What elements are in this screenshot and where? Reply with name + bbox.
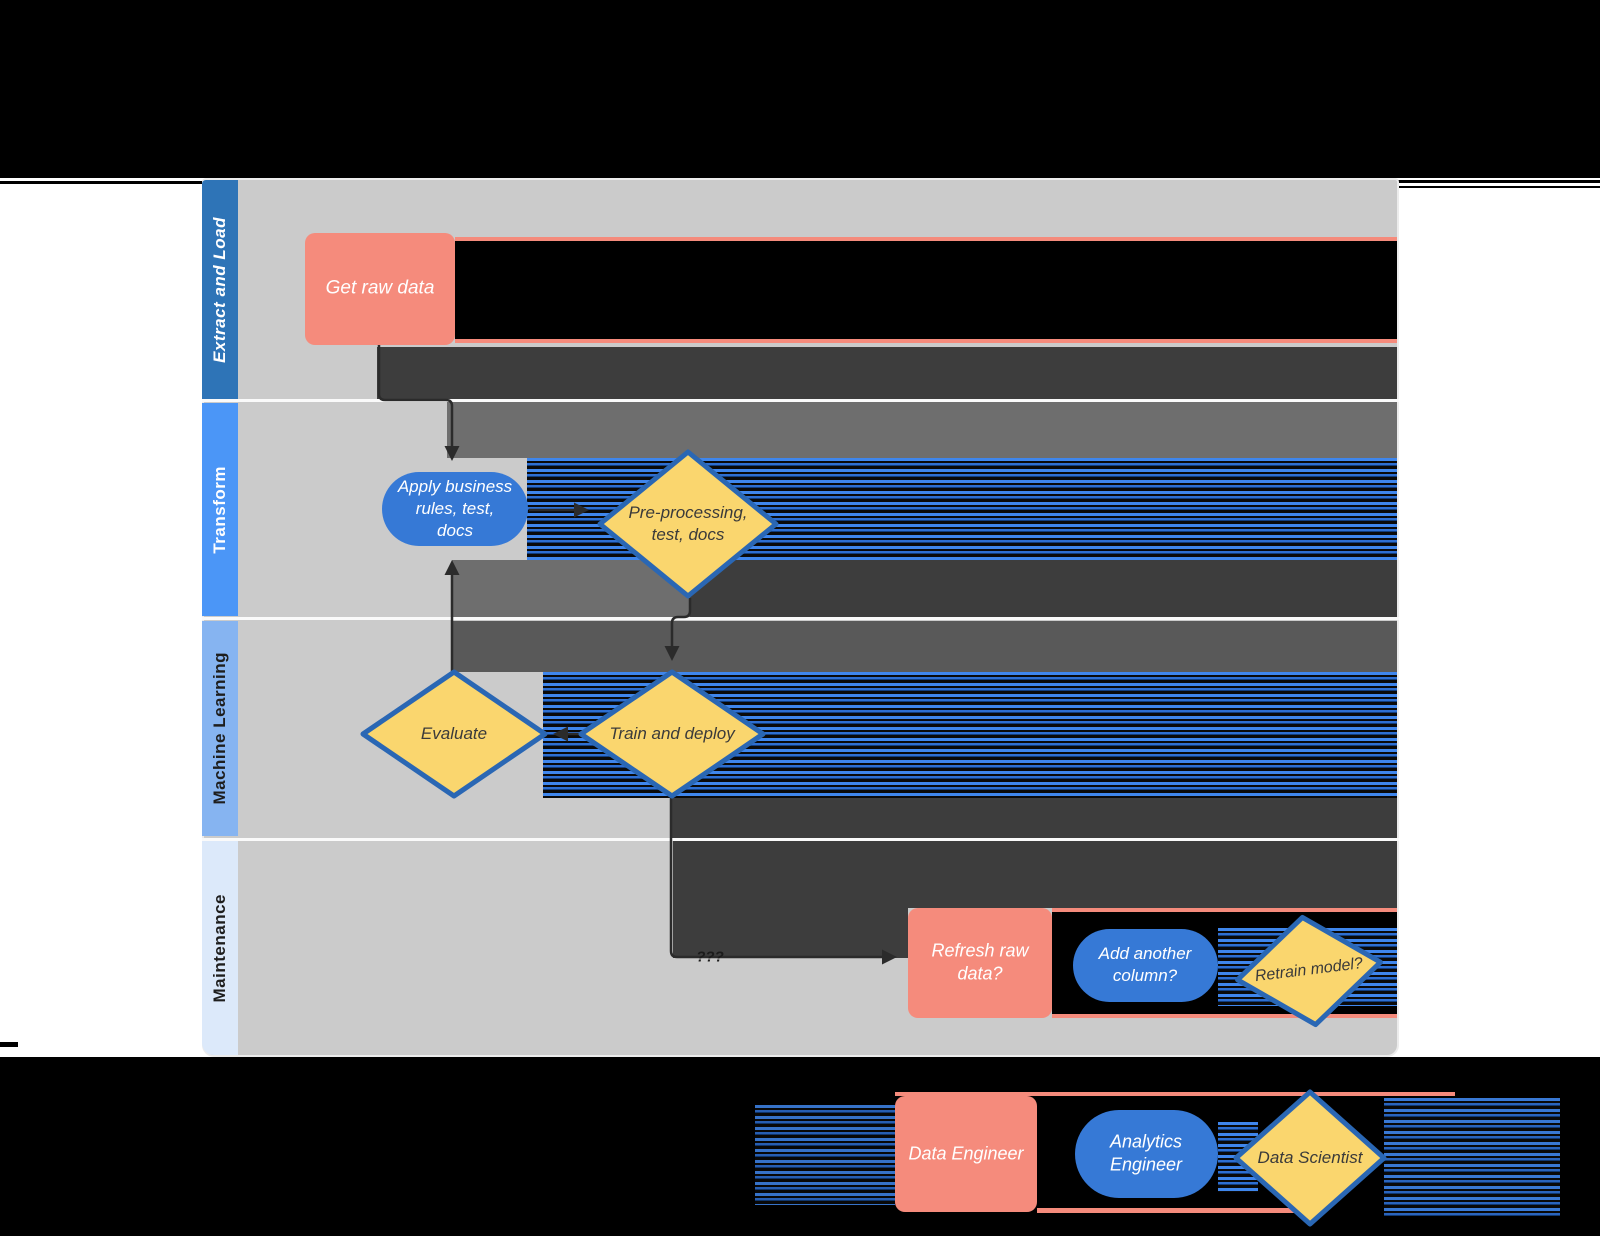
glitch-line-left-margin [0,181,204,184]
glitch-salmon-line-legend-bottom [1037,1208,1302,1213]
legend-data-scientist-shape[interactable] [1233,1089,1387,1227]
top-black-band [0,0,1600,178]
legend-data-engineer[interactable] [895,1096,1037,1212]
connector-train-to-refresh[interactable] [669,798,897,965]
glitch-stripes-legend-right [1384,1098,1560,1216]
glitch-stripes-legend-left [755,1105,895,1205]
lane-maintenance[interactable]: Maintenance [202,841,238,1055]
node-evaluate-shape[interactable] [360,669,548,799]
glitch-dash-left-bottom [0,1042,18,1047]
lane-divider-2 [202,617,1399,620]
glitch-line-right-margin-2 [1397,186,1600,188]
glitch-dark-lane4 [673,841,1397,908]
glitch-dark-lane2 [690,560,1397,617]
connector-getraw-to-apply[interactable] [377,345,460,461]
glitch-dark-lane4b [673,908,908,958]
glitch-gray-lane2 [447,402,1397,458]
glitch-gray-lane2b [452,560,690,617]
glitch-smear-lane1 [455,237,1397,343]
connector-preprocessing-to-train[interactable] [664,598,692,661]
lane-divider-3 [202,838,1399,841]
lane-transform[interactable]: Transform [202,403,238,616]
node-refresh-raw-data[interactable] [908,908,1052,1018]
glitch-dark-lane1 [377,347,1397,400]
lane-machine-learning[interactable]: Machine Learning [202,621,238,836]
node-train-and-deploy-shape[interactable] [578,669,766,799]
node-get-raw-data[interactable] [305,233,455,345]
lane-divider-1 [202,399,1399,402]
node-add-another-column[interactable] [1073,929,1218,1002]
node-pre-processing-shape[interactable] [597,449,779,599]
glitch-gray-lane3 [452,621,1397,672]
glitch-salmon-line-legend-top [895,1092,1455,1096]
lane-extract-and-load[interactable]: Extract and Load [202,180,238,399]
node-retrain-model-shape[interactable] [1231,909,1387,1034]
glitch-line-right-margin [1397,180,1600,183]
legend-analytics-engineer[interactable] [1075,1110,1218,1198]
glitch-dark-lane3 [671,798,1397,838]
node-apply-business-rules[interactable] [382,472,528,546]
